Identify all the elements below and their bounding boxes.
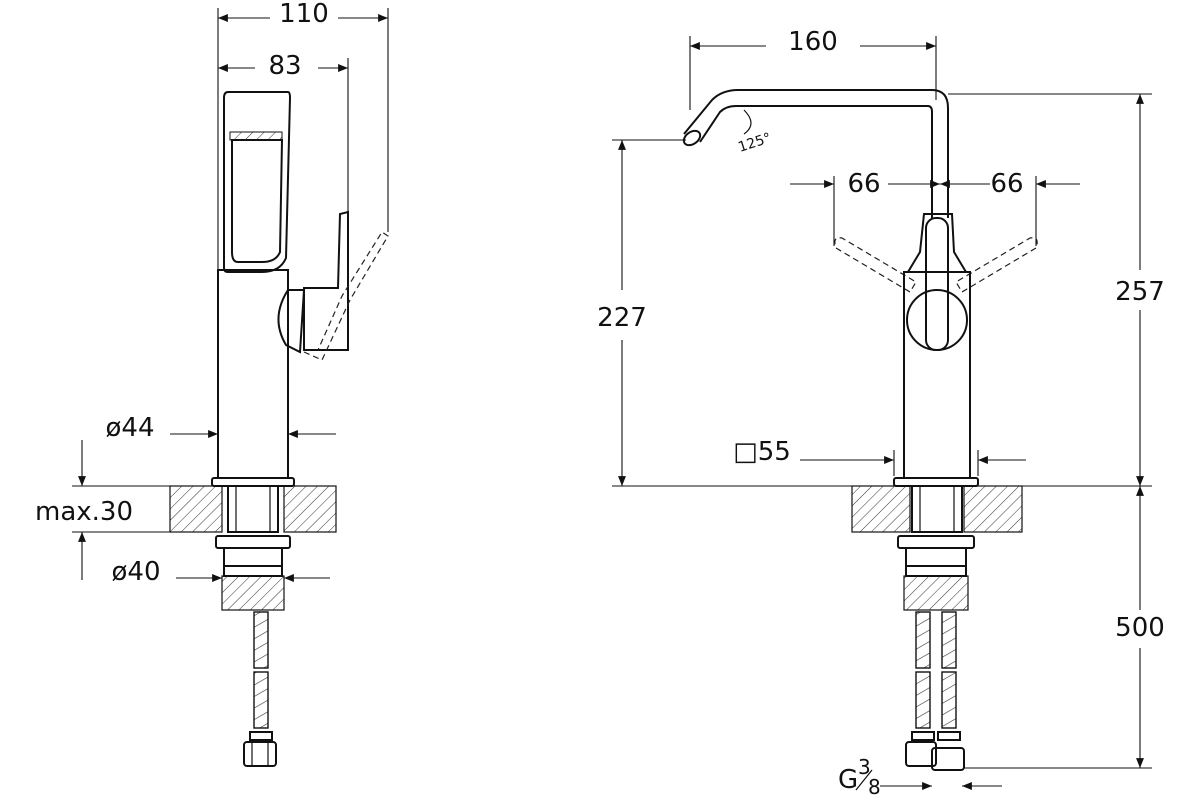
- dim-body-diameter: ø44: [106, 413, 336, 443]
- deck-side: [169, 485, 337, 533]
- deck-front: [851, 485, 1023, 533]
- handle-side: [277, 210, 389, 361]
- dim-connection-thread: G 3 8: [838, 755, 1002, 799]
- dim-total-height: 257: [948, 93, 1165, 486]
- fixing-nut-side: [215, 535, 291, 611]
- thread-prefix: G: [838, 765, 858, 795]
- thread-denominator: 8: [868, 775, 881, 799]
- dim-spout-reach: 160: [689, 27, 937, 110]
- dim-label-500: 500: [1115, 613, 1165, 643]
- body-front: [893, 213, 979, 487]
- dim-label-max30: max.30: [35, 497, 133, 527]
- dim-hose-length: 500: [964, 486, 1165, 769]
- fixing-nut-front: [897, 535, 975, 611]
- dim-hole-diameter: ø40: [112, 557, 330, 587]
- dim-base-square: □55: [733, 437, 1026, 476]
- hose-side: [243, 611, 277, 767]
- dim-label-257: 257: [1115, 277, 1165, 307]
- hoses-front: [905, 611, 965, 771]
- dim-overall-depth: 110: [218, 0, 388, 29]
- dim-handle-swing: 66 66: [790, 169, 1080, 246]
- spout-head-side: [223, 91, 292, 273]
- dim-spout-height: 227: [597, 139, 686, 486]
- dim-max-deck: max.30: [35, 440, 170, 580]
- dim-label-sq55: □55: [733, 437, 791, 467]
- dim-label-o44: ø44: [106, 413, 155, 443]
- handle-swing-dashed: [834, 237, 1038, 293]
- spout-angle-label: 125°: [736, 130, 773, 156]
- dim-label-227: 227: [597, 303, 647, 333]
- dim-label-o40: ø40: [112, 557, 161, 587]
- dim-label-83: 83: [268, 51, 301, 81]
- dim-label-66-right: 66: [990, 169, 1023, 199]
- dim-label-66-left: 66: [847, 169, 880, 199]
- dim-handle-depth: 83: [218, 51, 348, 81]
- dim-label-110: 110: [279, 0, 329, 29]
- thread-numerator: 3: [858, 755, 871, 779]
- side-view: 110 83: [35, 0, 389, 767]
- spout-front: 125°: [682, 89, 949, 218]
- dim-label-160: 160: [788, 27, 838, 57]
- front-view: 160 125° 227 257: [597, 27, 1165, 799]
